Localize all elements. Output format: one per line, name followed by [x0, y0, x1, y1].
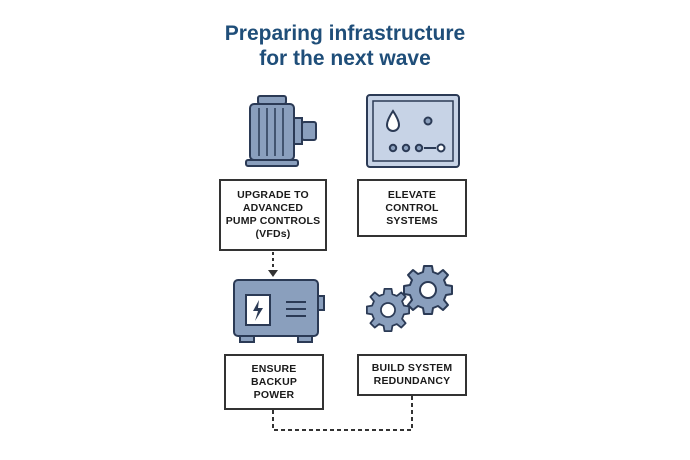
step-box-upgrade-pump-controls: UPGRADE TO ADVANCED PUMP CONTROLS (VFDs) — [219, 179, 327, 251]
gears-icon — [366, 265, 453, 332]
generator-icon — [233, 279, 325, 343]
step-label-line: REDUNDANCY — [373, 375, 451, 387]
step-label-line: (VFDs) — [255, 228, 291, 240]
pump-motor-icon — [245, 95, 317, 167]
connectors — [268, 252, 413, 431]
step-label-line: ENSURE — [251, 362, 297, 375]
step-label-line: ADVANCED — [242, 202, 304, 214]
step-label-line: POWER — [253, 388, 295, 401]
step-box-elevate-control-systems: ELEVATE CONTROL SYSTEMS — [357, 179, 467, 237]
step-label-line: CONTROL — [385, 201, 439, 214]
step-label-line: BUILD SYSTEM — [371, 362, 453, 374]
dotted-link-bottom — [272, 394, 413, 431]
control-panel-icon — [366, 94, 460, 168]
arrow-head-icon — [268, 270, 278, 277]
step-label-line: SYSTEMS — [386, 214, 438, 227]
step-label-line: ELEVATE — [387, 188, 437, 201]
step-box-ensure-backup-power: ENSURE BACKUP POWER — [224, 354, 324, 410]
step-label-line: UPGRADE TO — [237, 189, 309, 201]
page-title-line-2: for the next wave — [259, 47, 431, 70]
page-title-line-1: Preparing infrastructure — [224, 22, 466, 45]
step-label-line: BACKUP — [250, 375, 298, 388]
step-box-build-system-redundancy: BUILD SYSTEM REDUNDANCY — [357, 354, 467, 396]
step-label-line: PUMP CONTROLS — [225, 215, 321, 227]
